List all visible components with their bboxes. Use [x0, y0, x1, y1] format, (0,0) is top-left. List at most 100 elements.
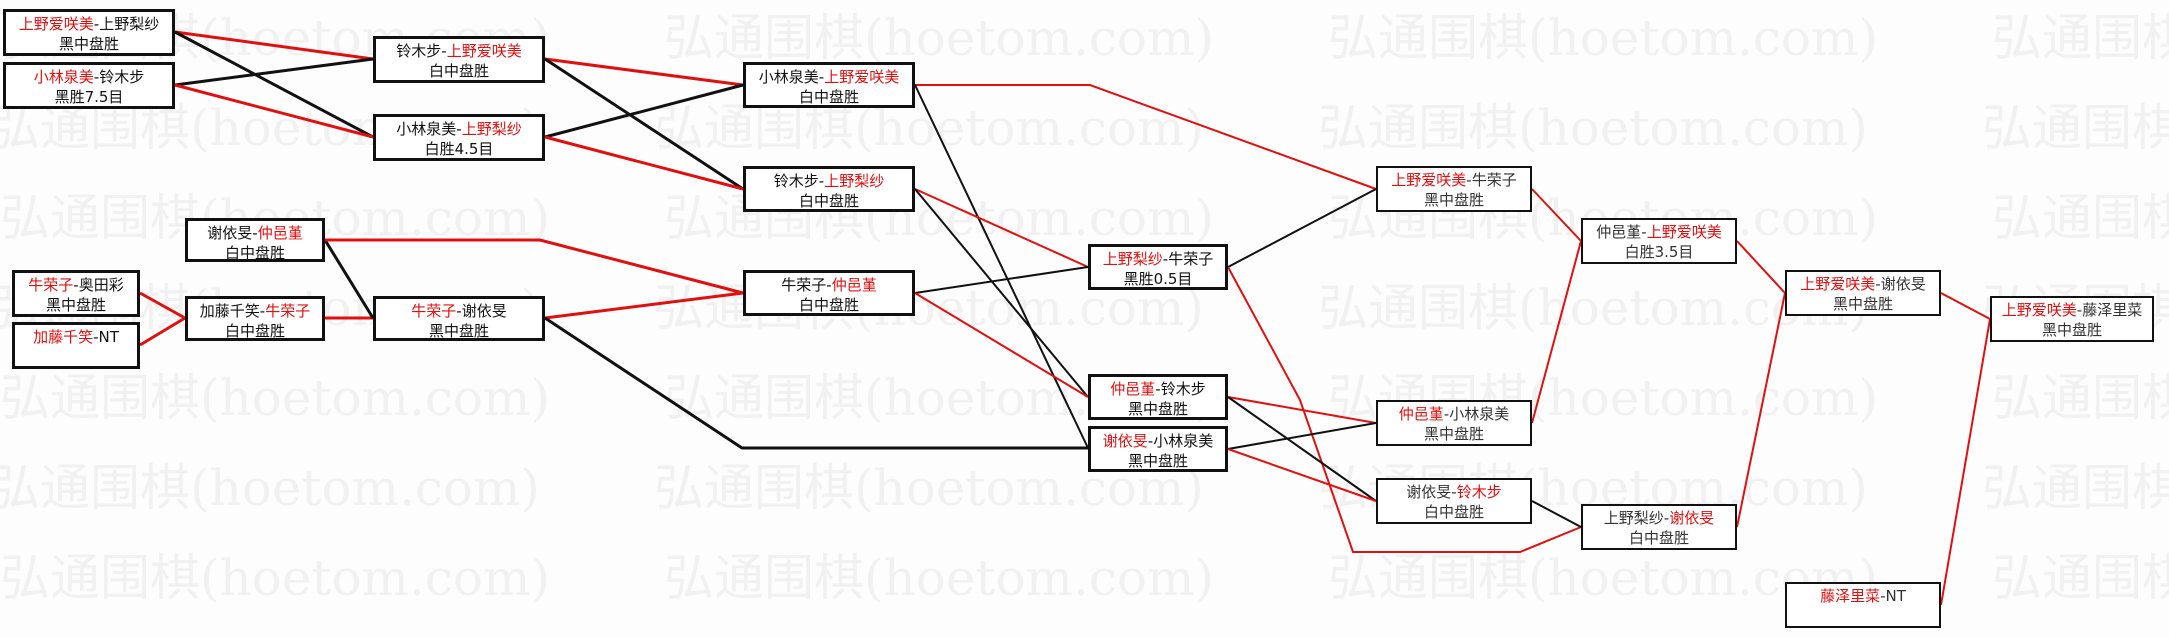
match-result: 黑中盘胜: [1423, 425, 1484, 443]
player-1: 谢依旻: [207, 224, 253, 242]
loser-connector-line: [544, 83, 744, 139]
player-2: NT: [1885, 587, 1906, 605]
player-2: 上野爱咲美: [446, 42, 522, 60]
match-result: 黑中盘胜: [1423, 191, 1484, 209]
player-2: 铃木步: [1160, 380, 1206, 398]
winner-connector-line: [1227, 396, 1377, 424]
separator: -: [441, 42, 447, 60]
winner-connector-line: [914, 292, 1089, 398]
match-box[interactable]: 牛荣子-仲邑堇 白中盘胜: [743, 270, 915, 316]
winner-connector-line: [325, 238, 744, 295]
player-1: 上野爱咲美: [18, 15, 94, 33]
match-box[interactable]: 小林泉美-上野爱咲美 白中盘胜: [743, 62, 915, 108]
match-box[interactable]: 铃木步-上野梨纱 白中盘胜: [743, 166, 915, 212]
winner-connector-line: [1940, 292, 1991, 320]
match-box[interactable]: 铃木步-上野爱咲美 白中盘胜: [373, 36, 545, 83]
match-result: 黑胜7.5目: [54, 88, 124, 106]
loser-connector-line: [914, 188, 1089, 398]
winner-connector-line: [1531, 240, 1582, 424]
separator: -: [259, 302, 266, 320]
separator: -: [1875, 275, 1881, 293]
match-result: 黑胜0.5目: [1123, 270, 1193, 288]
player-1: 牛荣子: [28, 276, 74, 294]
match-result: 黑中盘胜: [1832, 295, 1893, 313]
separator: -: [1466, 171, 1472, 189]
player-1: 仲邑堇: [1398, 405, 1444, 423]
separator: -: [1147, 432, 1154, 450]
player-1: 牛荣子: [781, 276, 827, 294]
separator: -: [1451, 483, 1457, 501]
final-match-box[interactable]: 上野爱咲美-藤泽里菜 黑中盘胜: [1990, 296, 2154, 342]
match-result: 黑中盘胜: [45, 296, 106, 314]
winner-connector-line: [544, 135, 744, 191]
player-1: 上野梨纱: [1102, 250, 1163, 268]
player-2: 上野爱咲美: [1646, 223, 1722, 241]
match-result: 白中盘胜: [798, 296, 859, 314]
match-box[interactable]: 仲邑堇-铃木步 黑中盘胜: [1088, 374, 1228, 420]
player-1: 藤泽里菜: [1820, 587, 1881, 605]
winner-connector-line: [1736, 292, 1786, 528]
player-1: 上野爱咲美: [2001, 301, 2077, 319]
match-box[interactable]: 加藤千笑-NT: [12, 322, 140, 369]
player-2: 藤泽里菜: [2082, 301, 2143, 319]
match-box[interactable]: 谢依旻-仲邑堇 白中盘胜: [185, 218, 325, 262]
winner-connector-line: [1736, 240, 1786, 294]
match-box[interactable]: 上野爱咲美-牛荣子 黑中盘胜: [1376, 166, 1532, 212]
player-1: 加藤千笑: [33, 328, 94, 346]
player-1: 加藤千笑: [199, 302, 260, 320]
match-box[interactable]: 上野爱咲美-谢依旻 黑中盘胜: [1785, 270, 1941, 316]
match-box[interactable]: 仲邑堇-上野爱咲美 白胜3.5目: [1581, 218, 1737, 264]
player-2: 谢依旻: [1880, 275, 1926, 293]
separator: -: [1641, 223, 1647, 241]
player-1: 谢依旻: [1102, 432, 1148, 450]
loser-connector-line: [1227, 422, 1377, 450]
match-result: 白中盘胜: [224, 322, 285, 340]
match-box[interactable]: 牛荣子-奥田彩 黑中盘胜: [12, 270, 140, 317]
match-box[interactable]: 小林泉美-上野梨纱 白胜4.5目: [373, 114, 545, 161]
winner-connector-line: [1531, 188, 1582, 242]
match-result: 黑中盘胜: [58, 35, 119, 53]
player-2: 上野梨纱: [824, 172, 885, 190]
match-box[interactable]: 仲邑堇-小林泉美 黑中盘胜: [1376, 400, 1532, 446]
match-box[interactable]: 上野爱咲美-上野梨纱 黑中盘胜: [3, 9, 175, 56]
player-1: 上野爱咲美: [1391, 171, 1467, 189]
match-result: 白中盘胜: [224, 244, 285, 262]
winner-connector-line: [915, 84, 1377, 190]
winner-connector-line: [544, 57, 744, 87]
winner-connector-line: [139, 316, 186, 347]
player-1: 铃木步: [396, 42, 442, 60]
player-2: 牛荣子: [1471, 171, 1517, 189]
separator: -: [252, 224, 258, 242]
match-box[interactable]: 上野梨纱-谢依旻 白中盘胜: [1581, 504, 1737, 550]
match-result: 白中盘胜: [1423, 503, 1484, 521]
match-result: 黑中盘胜: [1127, 400, 1188, 418]
match-box[interactable]: 藤泽里菜-NT: [1785, 582, 1941, 628]
loser-connector-line: [914, 84, 1089, 449]
player-2: 铃木步: [99, 68, 145, 86]
match-box[interactable]: 加藤千笑-牛荣子 白中盘胜: [185, 296, 325, 341]
separator: -: [818, 68, 825, 86]
match-box[interactable]: 上野梨纱-牛荣子 黑胜0.5目: [1088, 244, 1228, 290]
winner-connector-line: [174, 83, 374, 139]
match-box[interactable]: 谢依旻-小林泉美 黑中盘胜: [1088, 426, 1228, 472]
player-2: 谢依旻: [461, 302, 507, 320]
player-1: 牛荣子: [411, 302, 457, 320]
match-result: 白中盘胜: [428, 62, 489, 80]
winner-connector-line: [1227, 266, 1582, 553]
player-2: 牛荣子: [265, 302, 311, 320]
player-1: 仲邑堇: [1596, 223, 1642, 241]
loser-connector-line: [544, 57, 744, 191]
player-2: 上野梨纱: [461, 120, 522, 138]
separator: -: [1663, 509, 1670, 527]
player-1: 小林泉美: [758, 68, 819, 86]
separator: -: [2076, 301, 2083, 319]
match-box[interactable]: 牛荣子-谢依旻 黑中盘胜: [373, 296, 545, 341]
loser-connector-line: [174, 30, 374, 139]
winner-connector-line: [1227, 448, 1377, 502]
separator: -: [456, 120, 462, 138]
match-box[interactable]: 小林泉美-铃木步 黑胜7.5目: [3, 62, 175, 109]
winner-connector-line: [174, 30, 374, 61]
match-box[interactable]: 谢依旻-铃木步 白中盘胜: [1376, 478, 1532, 524]
player-2: 奥田彩: [78, 276, 124, 294]
